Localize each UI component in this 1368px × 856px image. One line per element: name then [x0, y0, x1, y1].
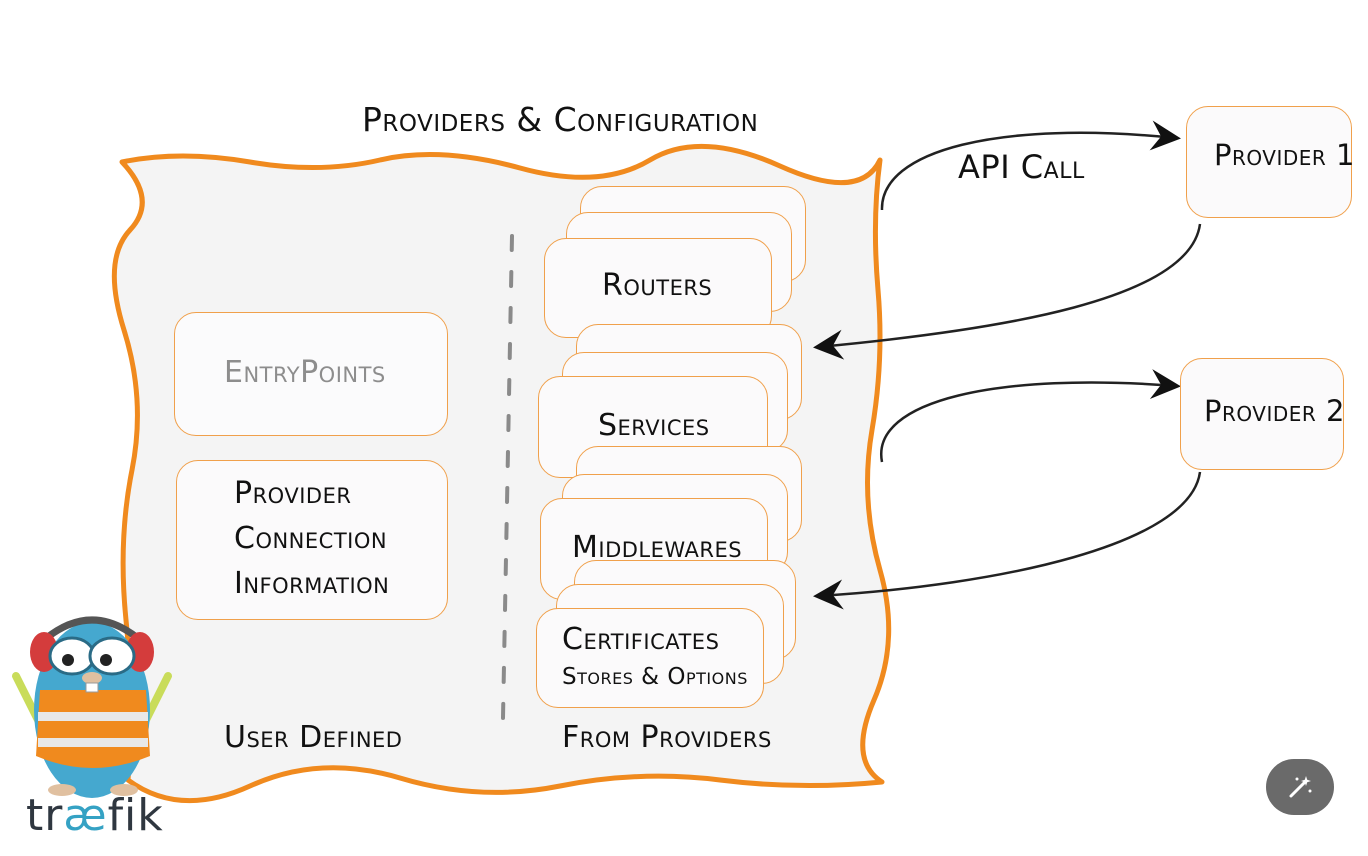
routers-label: Routers — [602, 268, 713, 303]
provider-2-label: Provider 2 — [1204, 394, 1345, 428]
services-label: Services — [598, 408, 710, 443]
logo-suffix: fik — [107, 790, 164, 841]
routers-box — [544, 238, 772, 338]
provider-1-label: Provider 1 — [1214, 138, 1355, 172]
magic-wand-button[interactable] — [1266, 759, 1334, 815]
entrypoints-box — [174, 312, 448, 436]
user-defined-label: User Defined — [224, 720, 403, 755]
certificates-sub-label: Stores & Options — [562, 664, 748, 690]
return-arrow-2 — [813, 471, 1202, 610]
divider-line — [501, 234, 514, 720]
entrypoints-label: EntryPoints — [224, 355, 386, 390]
gopher-mascot — [12, 616, 172, 798]
magic-wand-icon — [1289, 776, 1312, 798]
api-call-label: API Call — [958, 148, 1085, 186]
provider-info-box — [176, 460, 448, 620]
provider-2-box — [1180, 358, 1344, 470]
certificates-box — [536, 608, 764, 708]
api-call-arrow-2 — [880, 369, 1181, 463]
provider-info-line-2: Connection — [234, 521, 388, 556]
middlewares-label: Middlewares — [572, 530, 743, 565]
provider-info-line-3: Information — [234, 566, 390, 601]
diagram-title: Providers & Configuration — [362, 100, 759, 139]
logo-prefix: tr — [26, 790, 64, 841]
provider-info-line-1: Provider — [234, 476, 352, 511]
from-providers-label: From Providers — [562, 720, 772, 755]
logo-ae: æ — [63, 790, 108, 841]
provider-1-box — [1186, 106, 1352, 218]
traefik-logo: træfik — [26, 790, 164, 841]
return-arrow-1 — [813, 223, 1202, 360]
certificates-label: Certificates — [562, 622, 720, 657]
api-call-arrow-1 — [880, 120, 1181, 211]
